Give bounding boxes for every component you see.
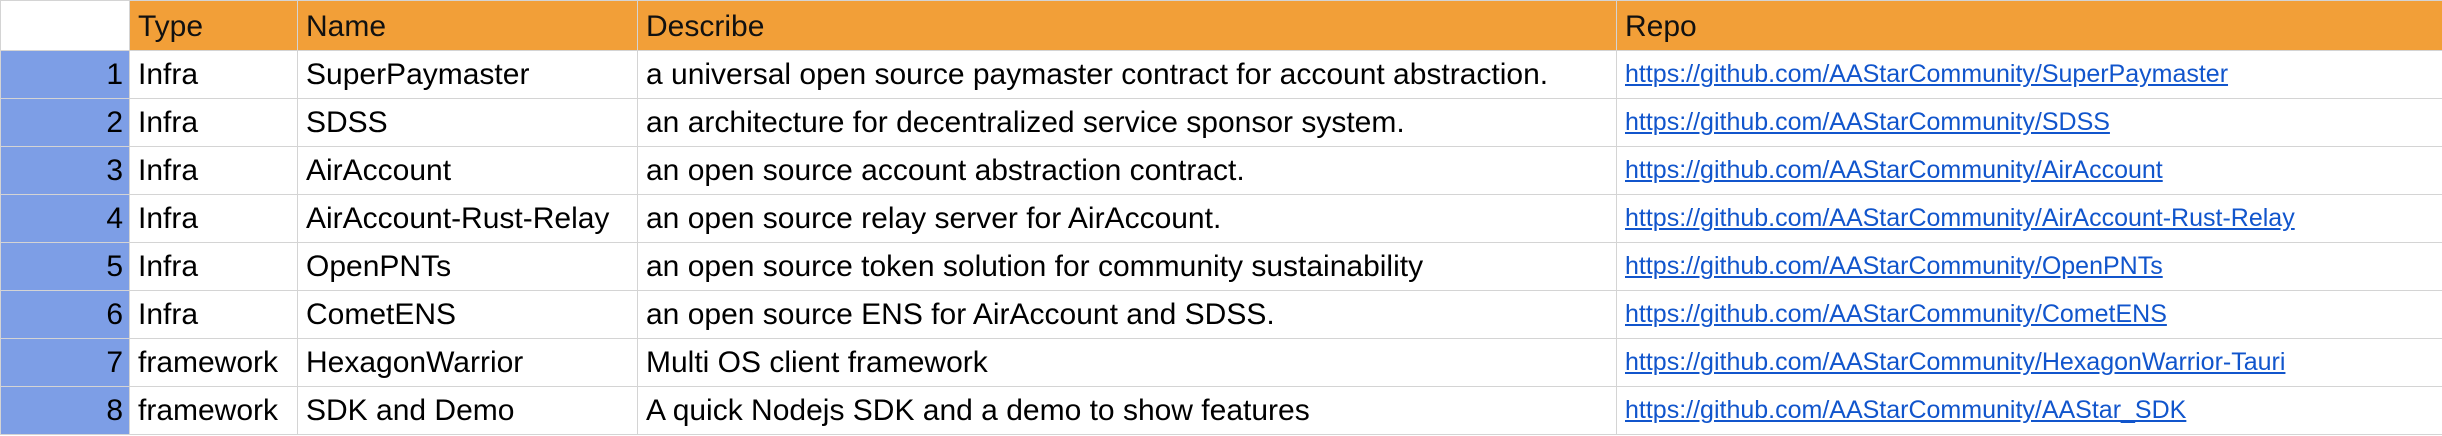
- describe-cell[interactable]: an open source relay server for AirAccou…: [637, 194, 1617, 243]
- row-number[interactable]: 2: [0, 98, 130, 147]
- repo-link[interactable]: https://github.com/AAStarCommunity/Hexag…: [1625, 348, 2286, 376]
- column-header-describe[interactable]: Describe: [637, 0, 1617, 51]
- describe-cell[interactable]: an open source token solution for commun…: [637, 242, 1617, 291]
- repo-cell[interactable]: https://github.com/AAStarCommunity/AirAc…: [1616, 146, 2442, 195]
- column-header-repo[interactable]: Repo: [1616, 0, 2442, 51]
- type-cell[interactable]: Infra: [129, 194, 298, 243]
- name-cell[interactable]: SDSS: [297, 98, 638, 147]
- name-cell[interactable]: AirAccount: [297, 146, 638, 195]
- describe-cell[interactable]: a universal open source paymaster contra…: [637, 50, 1617, 99]
- describe-cell[interactable]: A quick Nodejs SDK and a demo to show fe…: [637, 386, 1617, 435]
- type-cell[interactable]: Infra: [129, 50, 298, 99]
- row-number[interactable]: 4: [0, 194, 130, 243]
- repo-link[interactable]: https://github.com/AAStarCommunity/SDSS: [1625, 108, 2110, 136]
- repo-cell[interactable]: https://github.com/AAStarCommunity/AASta…: [1616, 386, 2442, 435]
- describe-cell[interactable]: an open source account abstraction contr…: [637, 146, 1617, 195]
- column-header-name[interactable]: Name: [297, 0, 638, 51]
- repo-cell[interactable]: https://github.com/AAStarCommunity/Super…: [1616, 50, 2442, 99]
- type-cell[interactable]: framework: [129, 386, 298, 435]
- row-number[interactable]: 3: [0, 146, 130, 195]
- column-header-type[interactable]: Type: [129, 0, 298, 51]
- name-cell[interactable]: SDK and Demo: [297, 386, 638, 435]
- corner-cell[interactable]: [0, 0, 130, 51]
- repo-cell[interactable]: https://github.com/AAStarCommunity/Hexag…: [1616, 338, 2442, 387]
- type-cell[interactable]: framework: [129, 338, 298, 387]
- row-number[interactable]: 7: [0, 338, 130, 387]
- header-row: Type Name Describe Repo: [0, 0, 2442, 51]
- repo-link[interactable]: https://github.com/AAStarCommunity/AirAc…: [1625, 156, 2163, 184]
- row-number[interactable]: 1: [0, 50, 130, 99]
- row-number[interactable]: 5: [0, 242, 130, 291]
- name-cell[interactable]: HexagonWarrior: [297, 338, 638, 387]
- repo-cell[interactable]: https://github.com/AAStarCommunity/Comet…: [1616, 290, 2442, 339]
- name-cell[interactable]: OpenPNTs: [297, 242, 638, 291]
- repo-cell[interactable]: https://github.com/AAStarCommunity/AirAc…: [1616, 194, 2442, 243]
- type-cell[interactable]: Infra: [129, 98, 298, 147]
- type-cell[interactable]: Infra: [129, 146, 298, 195]
- repo-link[interactable]: https://github.com/AAStarCommunity/OpenP…: [1625, 252, 2163, 280]
- name-cell[interactable]: CometENS: [297, 290, 638, 339]
- describe-cell[interactable]: an architecture for decentralized servic…: [637, 98, 1617, 147]
- type-cell[interactable]: Infra: [129, 290, 298, 339]
- row-number[interactable]: 8: [0, 386, 130, 435]
- repo-cell[interactable]: https://github.com/AAStarCommunity/SDSS: [1616, 98, 2442, 147]
- name-cell[interactable]: AirAccount-Rust-Relay: [297, 194, 638, 243]
- describe-cell[interactable]: Multi OS client framework: [637, 338, 1617, 387]
- describe-cell[interactable]: an open source ENS for AirAccount and SD…: [637, 290, 1617, 339]
- repo-cell[interactable]: https://github.com/AAStarCommunity/OpenP…: [1616, 242, 2442, 291]
- name-cell[interactable]: SuperPaymaster: [297, 50, 638, 99]
- type-cell[interactable]: Infra: [129, 242, 298, 291]
- repo-link[interactable]: https://github.com/AAStarCommunity/Super…: [1625, 60, 2229, 88]
- repo-link[interactable]: https://github.com/AAStarCommunity/Comet…: [1625, 300, 2167, 328]
- repo-link[interactable]: https://github.com/AAStarCommunity/AASta…: [1625, 396, 2187, 424]
- repo-link[interactable]: https://github.com/AAStarCommunity/AirAc…: [1625, 204, 2295, 232]
- row-number[interactable]: 6: [0, 290, 130, 339]
